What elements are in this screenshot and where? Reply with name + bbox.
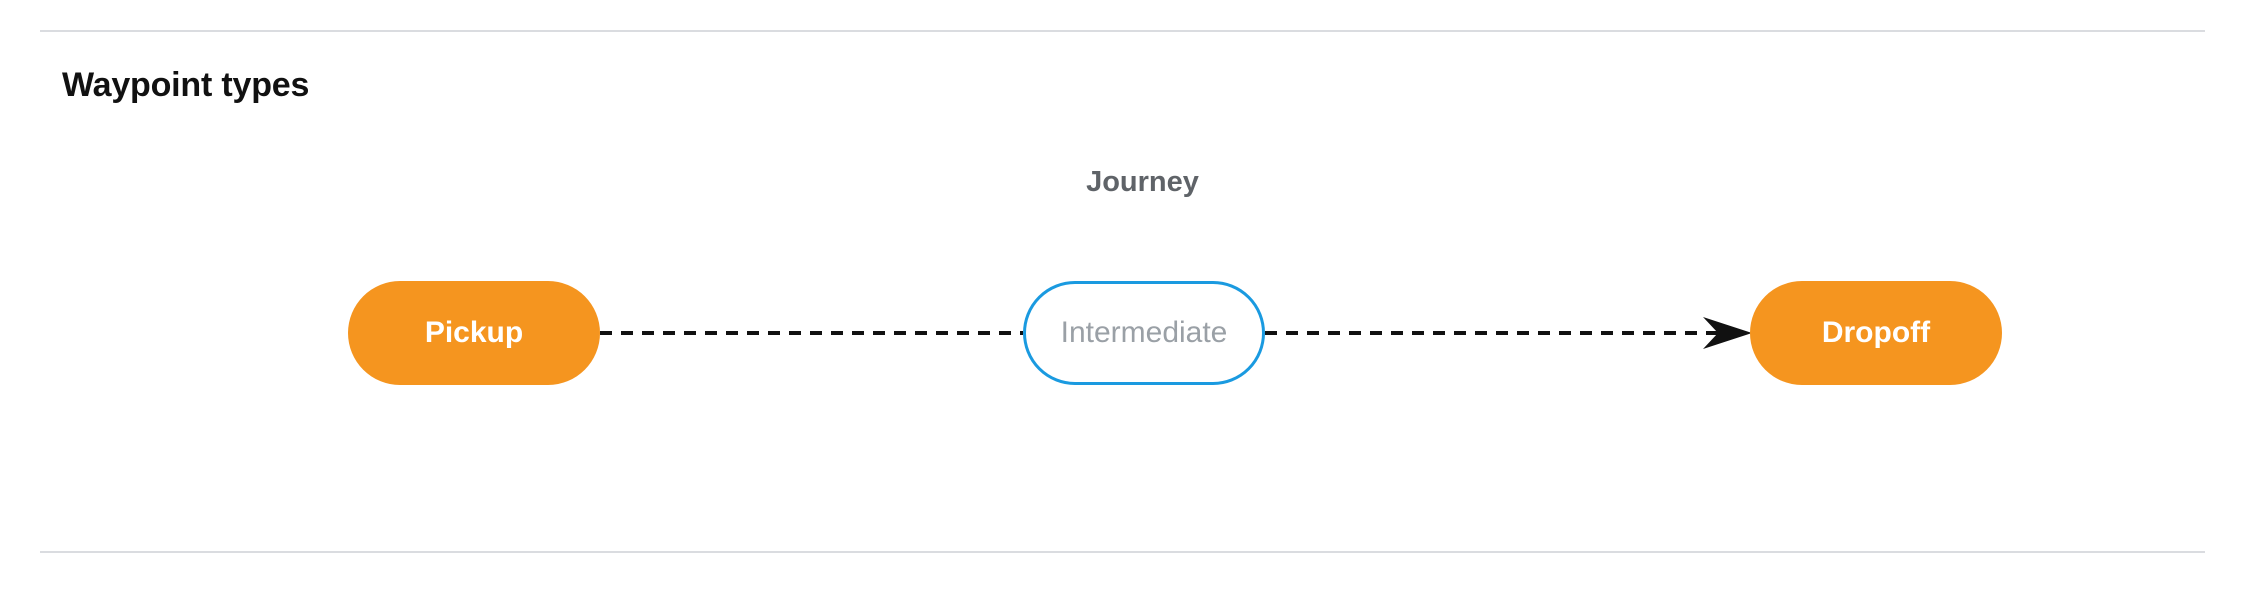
node-intermediate-label: Intermediate: [1060, 316, 1228, 349]
section-divider-top: [40, 30, 2205, 32]
node-dropoff[interactable]: Dropoff: [1750, 281, 2002, 385]
node-pickup[interactable]: Pickup: [348, 281, 600, 385]
arrowhead-icon: [1703, 317, 1752, 349]
node-pickup-label: Pickup: [424, 316, 524, 349]
node-dropoff-label: Dropoff: [1821, 316, 1931, 349]
node-intermediate[interactable]: Intermediate: [1023, 281, 1265, 385]
section-divider-bottom: [40, 551, 2205, 553]
page-title: Waypoint types: [62, 66, 310, 104]
journey-group-label: Journey: [1086, 166, 1199, 198]
